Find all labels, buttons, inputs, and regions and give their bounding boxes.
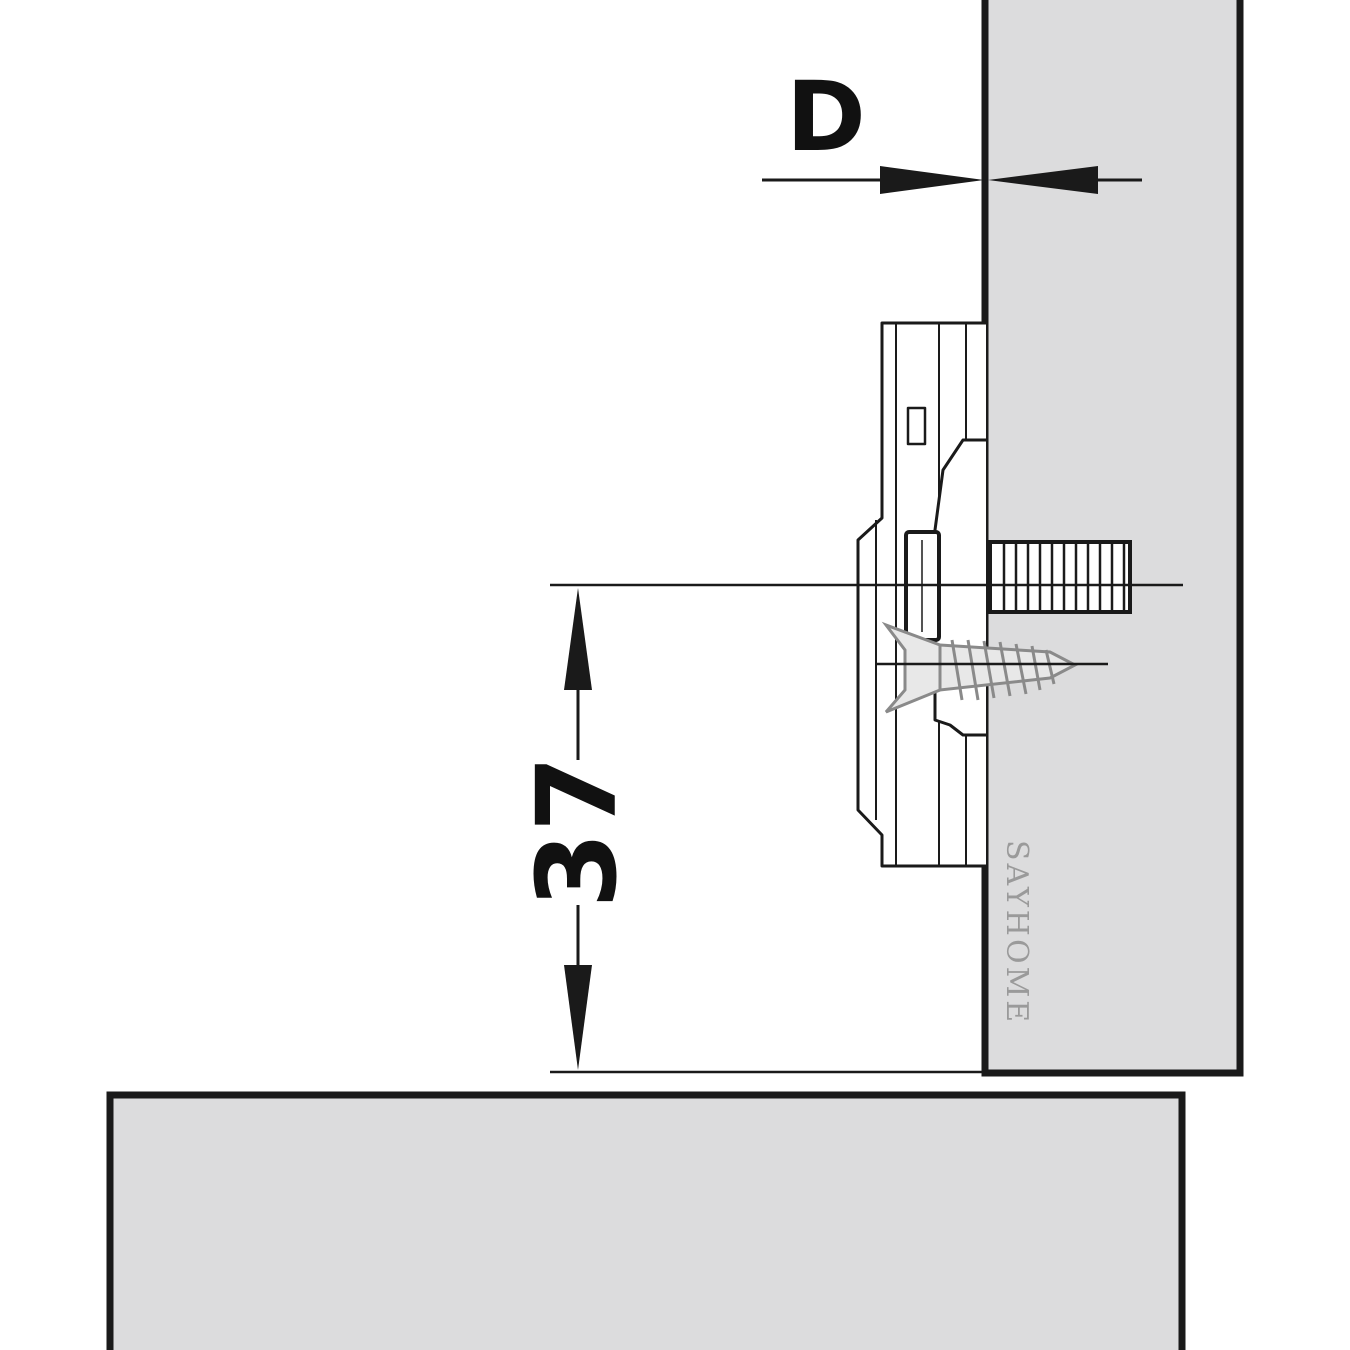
door-panel: [106, 1091, 1186, 1350]
mounting-plate-icon: [856, 321, 986, 868]
watermark-text: SAYHOME: [999, 840, 1034, 1025]
arrow-left-icon: [988, 166, 1098, 194]
dimension-label-37: 37: [513, 755, 641, 908]
wood-screw-icon: [881, 621, 1079, 714]
dimension-label-d: D: [786, 61, 866, 173]
dimension-d: D: [762, 61, 1142, 194]
center-lines: [550, 583, 1183, 666]
arrow-right-icon: [880, 166, 984, 194]
arrow-down-icon: [564, 965, 592, 1070]
dimension-37: 37: [513, 588, 641, 1070]
arrow-up-icon: [564, 588, 592, 690]
machine-screw-icon: [988, 540, 1132, 614]
